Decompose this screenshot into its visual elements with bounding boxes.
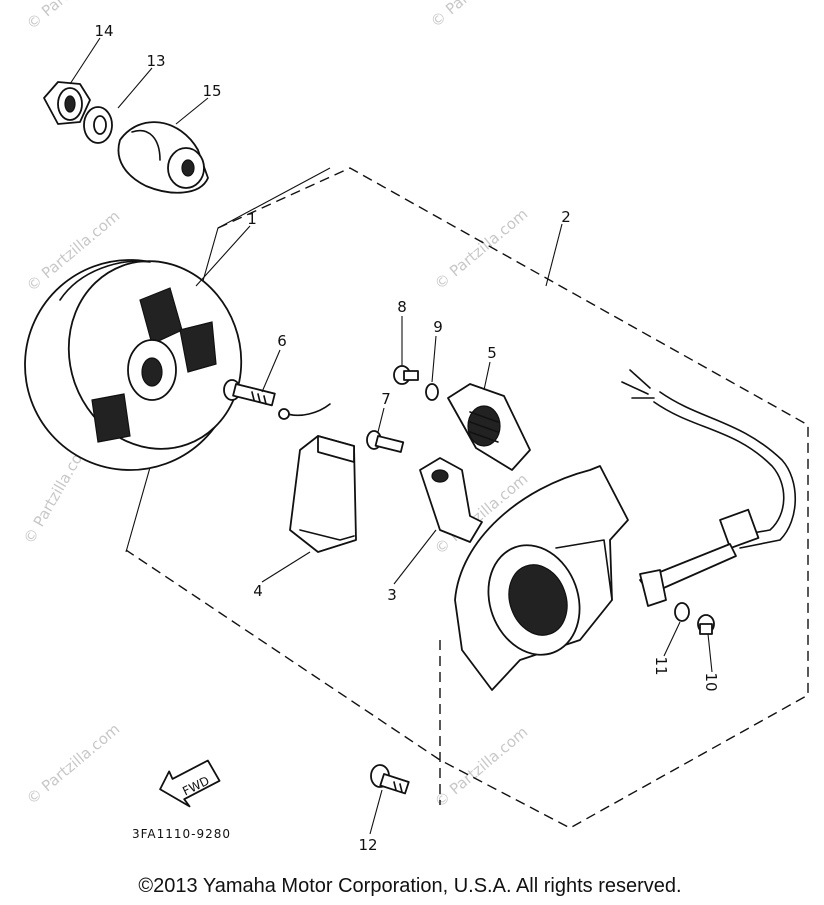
washer-part-11 (674, 602, 690, 622)
drawing-code: 3FA1110-9280 (132, 827, 231, 841)
callout-1: 1 (247, 210, 257, 228)
bolt-part-6 (223, 379, 276, 407)
screw-part-10 (697, 614, 715, 635)
watermark: © Partzilla.com (427, 0, 527, 31)
nut-part-14 (43, 81, 91, 125)
callout-13: 13 (146, 52, 165, 70)
coil-part-5 (447, 383, 531, 471)
watermark: © Partzilla.com (431, 723, 531, 811)
callout-14: 14 (94, 22, 113, 40)
callout-11: 11 (652, 656, 670, 675)
washer-part-9 (425, 383, 439, 401)
callout-labels: 14 13 15 1 2 6 8 9 5 7 4 3 11 10 12 (94, 22, 720, 854)
callout-3: 3 (387, 586, 397, 604)
callout-5: 5 (487, 344, 497, 362)
wire-harness (621, 369, 797, 607)
boot-part-15 (117, 121, 209, 194)
callout-7: 7 (381, 390, 391, 408)
fwd-arrow-icon: FWD (159, 759, 221, 808)
flywheel-rotor-part-1 (24, 259, 243, 471)
stator-base-plate (454, 465, 629, 691)
callout-15: 15 (202, 82, 221, 100)
pickup-coil-part-3 (419, 457, 483, 543)
callout-4: 4 (253, 582, 263, 600)
leader-lines (69, 37, 713, 835)
callout-6: 6 (277, 332, 287, 350)
watermark: © Partzilla.com (23, 720, 123, 808)
callout-10: 10 (702, 672, 720, 691)
callout-2: 2 (561, 208, 571, 226)
watermark: © Partzilla.com (431, 205, 531, 293)
screw-part-7 (366, 430, 405, 453)
screw-part-8 (393, 365, 419, 385)
callout-9: 9 (433, 318, 443, 336)
coil-part-4 (278, 403, 357, 553)
callout-12: 12 (358, 836, 377, 854)
copyright-notice: ©2013 Yamaha Motor Corporation, U.S.A. A… (138, 875, 681, 897)
bolt-part-12 (370, 764, 410, 795)
washer-part-13 (83, 106, 113, 144)
callout-8: 8 (397, 298, 407, 316)
